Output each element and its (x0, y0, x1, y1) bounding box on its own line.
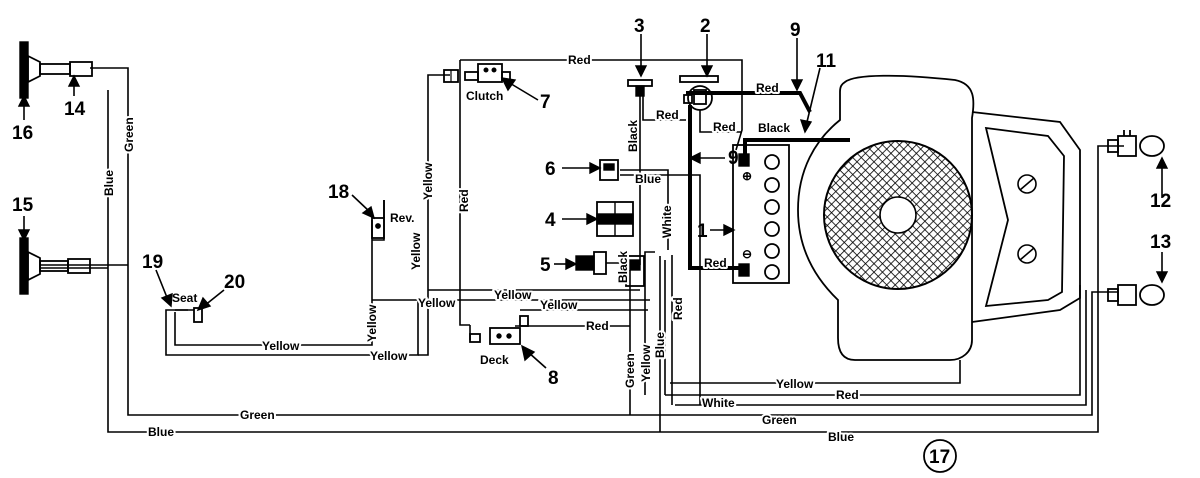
wire-label-blue-v2: Blue (653, 332, 667, 358)
svg-text:⊕: ⊕ (742, 169, 752, 183)
wire-label-green-bottom1: Green (240, 408, 275, 422)
svg-text:17: 17 (929, 447, 950, 468)
right-upper-light (1107, 130, 1165, 157)
wire-label-white-6: White (660, 205, 674, 238)
wire-label-red-3: Red (656, 108, 679, 122)
fuse-holder (627, 79, 653, 97)
callout-1: 1 (697, 221, 708, 242)
seat-switch (175, 307, 203, 323)
callout-9-mid: 9 (728, 148, 739, 169)
callout-arrows (17, 34, 1169, 369)
wire-label-red-clutch: Red (457, 189, 471, 212)
callout-3: 3 (634, 16, 645, 37)
callout-7: 7 (540, 92, 551, 113)
light-switch (575, 251, 628, 275)
harness-junction (625, 255, 645, 287)
engine (797, 74, 1081, 361)
wire-label-green-left: Green (122, 117, 136, 152)
left-upper-headlight (19, 41, 93, 99)
relay (599, 159, 619, 181)
wire-label-green-bottom2: Green (762, 413, 797, 427)
wire-label-black-5: Black (616, 251, 630, 283)
battery: ⊕ ⊖ (732, 144, 790, 284)
wire-label-yellow-v2: Yellow (639, 344, 653, 382)
ignition-switch (596, 201, 634, 237)
wire-label-yellow-h1: Yellow (494, 288, 532, 302)
callout-14: 14 (64, 99, 86, 120)
svg-text:⊖: ⊖ (742, 247, 752, 261)
wire-label-red-bottom: Red (836, 388, 859, 402)
callout-9-top: 9 (790, 20, 801, 41)
wire-label-green-v: Green (623, 353, 637, 388)
wire-label-red-2a: Red (756, 81, 779, 95)
wire-label-black-3: Black (626, 120, 640, 152)
callout-13: 13 (1150, 232, 1171, 253)
deck-switch (469, 315, 529, 345)
wire-label-red-2b: Red (713, 120, 736, 134)
callout-2: 2 (700, 16, 711, 37)
callout-20: 20 (224, 272, 245, 293)
flywheel-hub (879, 196, 917, 234)
clutch-switch (443, 63, 511, 83)
callout-19: 19 (142, 252, 163, 273)
callout-6: 6 (545, 159, 556, 180)
callout-11: 11 (816, 51, 837, 72)
callout-12: 12 (1150, 191, 1171, 212)
label-deck: Deck (480, 353, 509, 367)
left-lower-headlight (19, 237, 91, 295)
callout-8: 8 (548, 368, 559, 389)
reverse-switch (371, 200, 385, 239)
wire-label-yellow-bottom: Yellow (776, 377, 814, 391)
wire-label-black-11: Black (758, 121, 790, 135)
battery-cables (686, 91, 850, 270)
wire-label-blue-6: Blue (635, 172, 661, 186)
wire-label-red-v: Red (671, 297, 685, 320)
wire-label-red-battery: Red (704, 256, 727, 270)
right-lower-light (1107, 284, 1165, 306)
label-reverse: Rev. (390, 211, 414, 225)
wire-label-blue-bottom1: Blue (148, 425, 174, 439)
callout-5: 5 (540, 255, 551, 276)
wire-label-red-top: Red (568, 53, 591, 67)
callout-16: 16 (12, 123, 33, 144)
callout-17: 17 (923, 439, 957, 473)
wire-label-white-bottom: White (702, 396, 735, 410)
wire-label-red-deck: Red (586, 319, 609, 333)
solenoid (679, 75, 719, 111)
wire-label-yellow-clutch: Yellow (421, 162, 435, 200)
wire-label-yellow-h2: Yellow (418, 296, 456, 310)
wire-label-blue-bottom2: Blue (828, 430, 854, 444)
wires (40, 59, 1124, 433)
wire-label-yellow-rev: Yellow (409, 232, 423, 270)
wire-label-yellow-seat: Yellow (262, 339, 300, 353)
wire-label-yellow-v1: Yellow (365, 304, 379, 342)
label-seat: Seat (172, 291, 197, 305)
label-clutch: Clutch (466, 89, 503, 103)
wire-label-yellow-h3: Yellow (540, 298, 578, 312)
callout-15: 15 (12, 195, 34, 216)
callout-18: 18 (328, 182, 349, 203)
wire-label-yellow-seat2: Yellow (370, 349, 408, 363)
wire-label-blue-left: Blue (102, 170, 116, 196)
callout-4: 4 (545, 210, 556, 231)
